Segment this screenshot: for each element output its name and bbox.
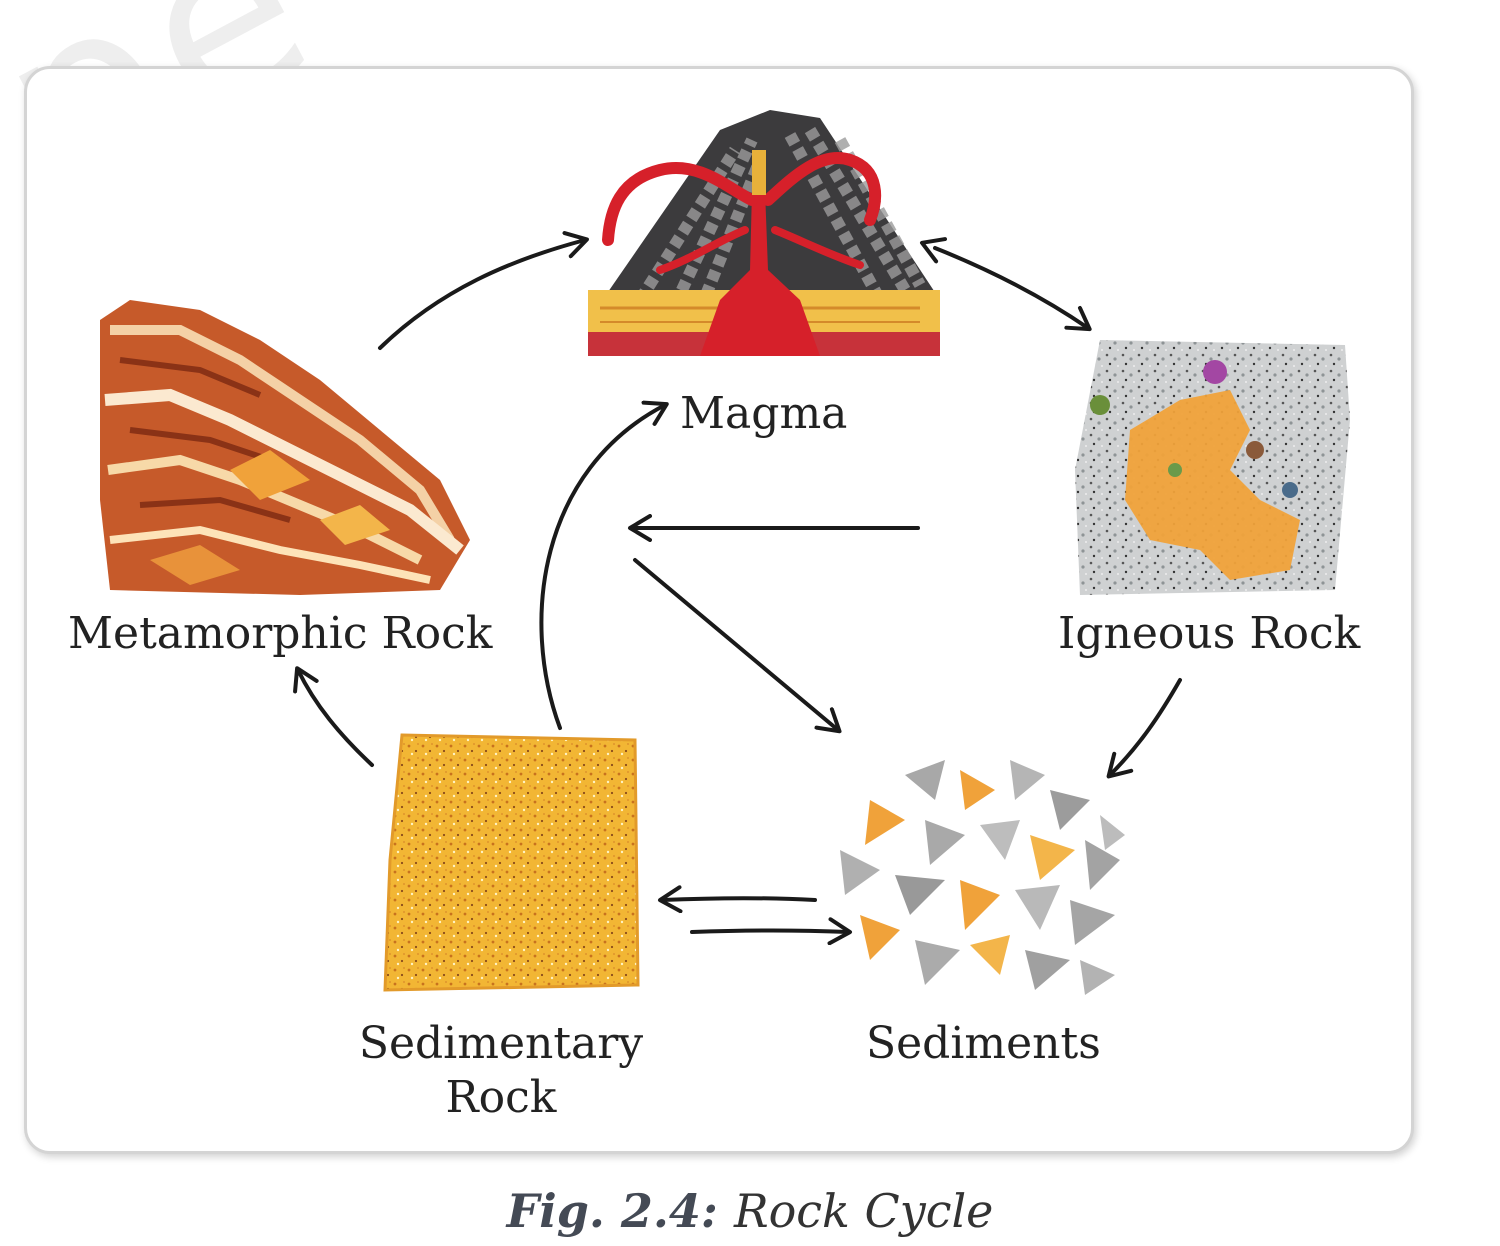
figure-caption: Fig. 2.4: Rock Cycle <box>0 1184 1500 1238</box>
label-magma: Magma <box>680 388 848 439</box>
arrow-igneous-to-sediments <box>1106 678 1182 779</box>
arrow-sedimentary-to-metamorphic <box>293 666 374 767</box>
arrow-sedimentary-to-sediments <box>690 917 852 946</box>
arrow-metamorphic-to-magma <box>378 231 589 350</box>
arrow-magma-igneous <box>920 237 1092 332</box>
arrow-sediments-to-sedimentary <box>658 885 817 914</box>
volcano-illustration <box>588 110 940 356</box>
label-sedimentary-rock: Sedimentary Rock <box>356 1017 646 1125</box>
igneous-rock-illustration <box>1075 340 1350 595</box>
sedimentary-rock-illustration <box>383 733 640 992</box>
arrow-center-to-sediments <box>633 558 842 734</box>
label-sediments: Sediments <box>866 1018 1101 1069</box>
caption-figure-number: Fig. 2.4: <box>506 1184 718 1238</box>
arrow-sedimentary-to-magma <box>539 400 669 730</box>
label-igneous-rock: Igneous Rock <box>1058 608 1361 659</box>
caption-title: Rock Cycle <box>733 1184 994 1238</box>
sediments-illustration <box>840 760 1125 995</box>
label-metamorphic-rock: Metamorphic Rock <box>68 608 493 659</box>
cycle-arrows <box>293 231 1182 946</box>
metamorphic-rock-illustration <box>100 300 470 595</box>
label-sedimentary-line1: Sedimentary <box>358 1018 644 1069</box>
label-sedimentary-line2: Rock <box>445 1072 557 1123</box>
